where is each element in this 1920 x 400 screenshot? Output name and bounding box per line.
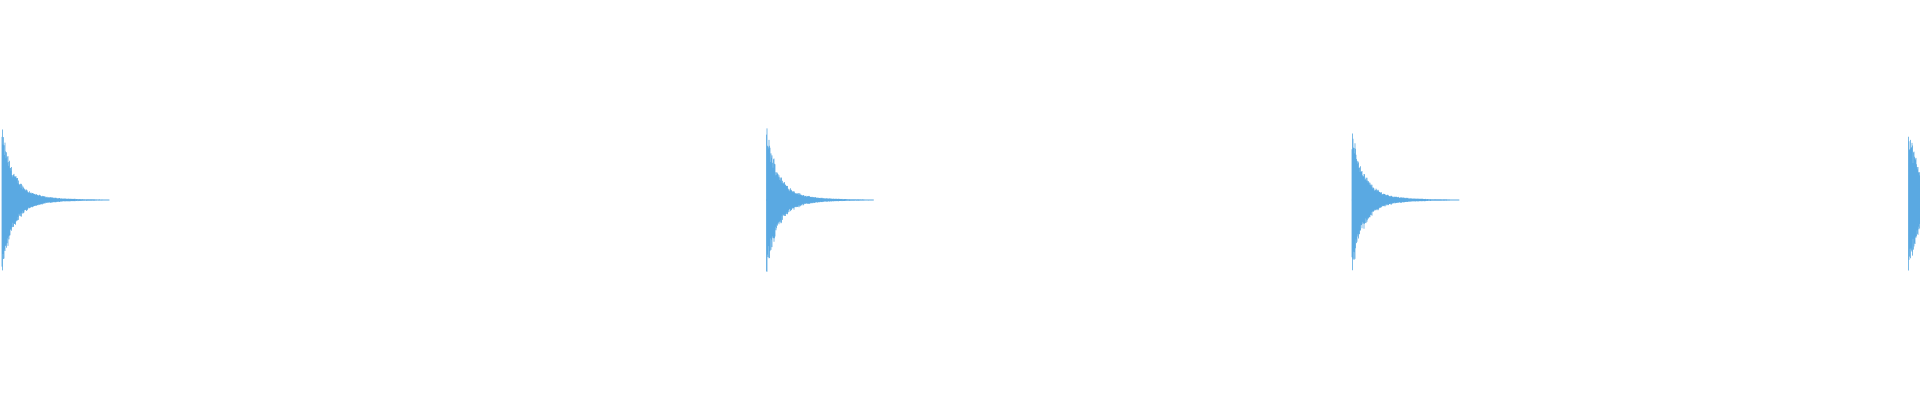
waveform-hit-3 (1351, 133, 1460, 271)
waveform-hit-2 (766, 128, 874, 272)
waveform-hits (1, 128, 1920, 272)
waveform-hit-1 (1, 129, 110, 271)
waveform-hit-trace (1908, 136, 1920, 271)
waveform-hit-4 (1908, 136, 1920, 271)
waveform-hit-trace (1351, 133, 1460, 271)
